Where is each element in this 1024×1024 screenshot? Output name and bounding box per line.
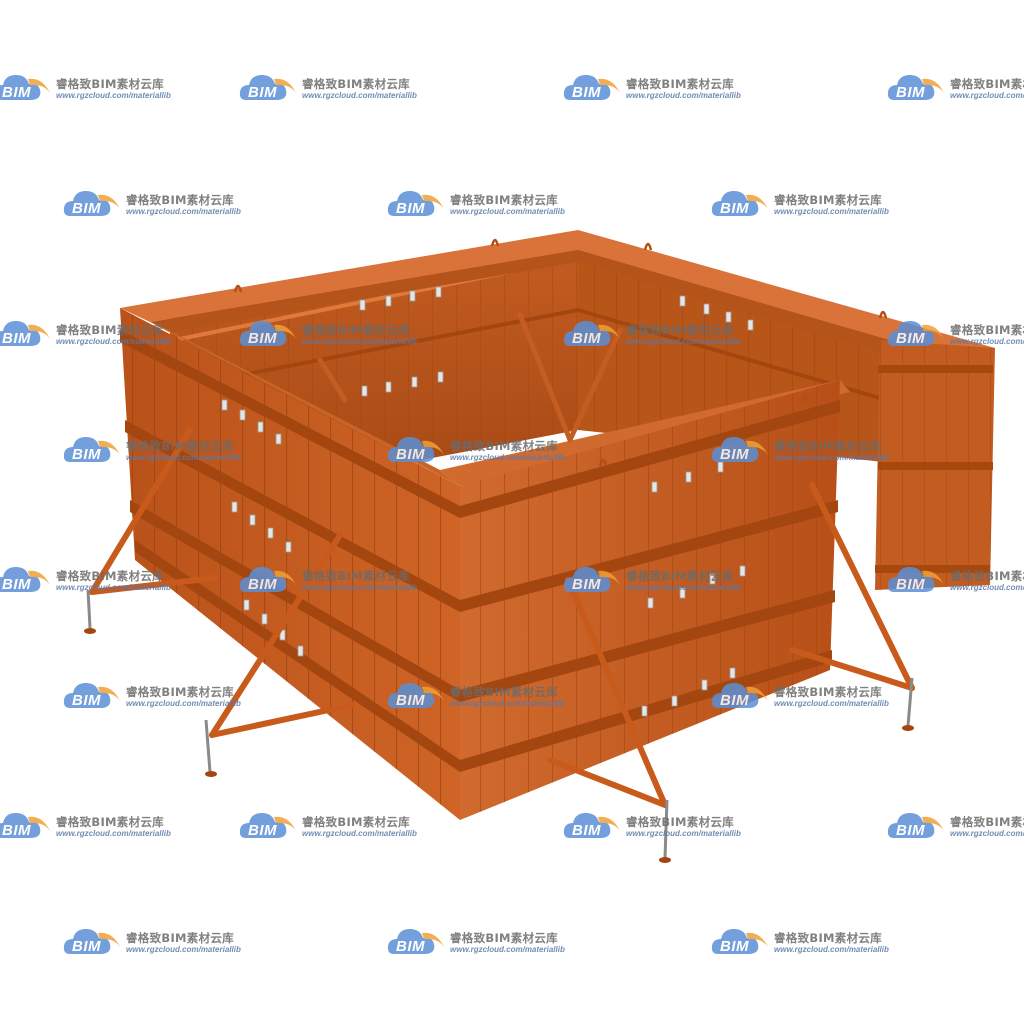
tie-bolts (221, 286, 754, 717)
support-braces (89, 427, 915, 808)
lifting-hooks (233, 238, 888, 467)
inner-braces (317, 312, 623, 443)
left-wall (120, 308, 460, 820)
right-wing-wall (875, 340, 995, 590)
brace-feet (84, 589, 914, 863)
